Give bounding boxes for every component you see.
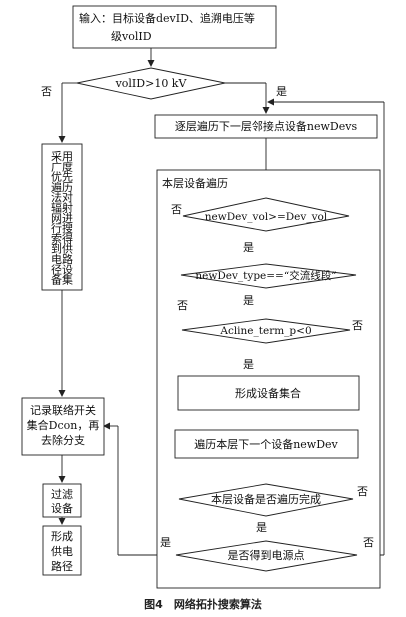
filter-line-1: 过滤 bbox=[51, 488, 73, 501]
breadth-first-line: 遍历 bbox=[51, 181, 73, 194]
decision-vol-compare: newDev_vol>=Dev_vol bbox=[182, 197, 350, 232]
label-yes-type: 是 bbox=[243, 294, 254, 307]
layer-traversal-title: 本层设备遍历 bbox=[162, 176, 228, 190]
filter-box: 过滤 设备 bbox=[42, 483, 82, 518]
decision-layer-done-text: 本层设备是否遍历完成 bbox=[211, 492, 321, 506]
breadth-first-line: 行搜 bbox=[51, 221, 73, 235]
breadth-first-line: 广度 bbox=[51, 159, 73, 173]
form-device-set-box: 形成设备集合 bbox=[177, 375, 360, 411]
label-no-acline: 否 bbox=[352, 319, 363, 332]
breadth-first-line: 到供 bbox=[51, 242, 73, 256]
label-no-layer: 否 bbox=[357, 485, 368, 498]
traverse-next-layer-text: 逐层遍历下一层邻接点设备newDevs bbox=[175, 119, 358, 133]
breadth-first-line: 备集 bbox=[51, 273, 73, 287]
breadth-first-line: 辐射 bbox=[51, 201, 73, 215]
input-box: 输入：目标设备devID、追溯电压等 级volID bbox=[72, 5, 277, 49]
form-path-line-2: 供电 bbox=[51, 544, 73, 558]
decision-type: newDev_type==“交流线段” bbox=[180, 263, 357, 289]
label-no-voltage: 否 bbox=[41, 85, 52, 98]
form-path-line-1: 形成 bbox=[51, 530, 73, 543]
traverse-next-layer-box: 逐层遍历下一层邻接点设备newDevs bbox=[154, 114, 378, 139]
label-no-power: 否 bbox=[363, 536, 374, 549]
decision-layer-done: 本层设备是否遍历完成 bbox=[178, 483, 354, 517]
decision-acline-text: Acline_term_p<0 bbox=[219, 325, 311, 337]
label-yes-acline: 是 bbox=[243, 358, 254, 371]
label-yes-power: 是 bbox=[160, 536, 171, 549]
form-path-line-3: 路径 bbox=[51, 560, 73, 573]
decision-power-point-text: 是否得到电源点 bbox=[228, 548, 305, 562]
form-path-box: 形成 供电 路径 bbox=[42, 525, 82, 576]
label-no-type: 否 bbox=[177, 299, 188, 312]
breadth-first-line: 电路 bbox=[51, 253, 73, 266]
decision-type-text: newDev_type==“交流线段” bbox=[195, 269, 336, 282]
decision-vol-compare-text: newDev_vol>=Dev_vol bbox=[205, 211, 328, 223]
label-yes-voltage: 是 bbox=[276, 85, 287, 98]
label-yes-layer: 是 bbox=[256, 521, 267, 534]
decision-voltage: volID>10 kV bbox=[76, 67, 226, 100]
label-yes-vol: 是 bbox=[243, 241, 254, 254]
record-switch-box: 记录联络开关 集合Dcon，再 去除分支 bbox=[21, 397, 105, 456]
breadth-first-line: 径设 bbox=[51, 263, 73, 276]
decision-power-point: 是否得到电源点 bbox=[175, 540, 358, 572]
breadth-first-line: 网进 bbox=[51, 212, 73, 225]
label-no-vol: 否 bbox=[171, 203, 182, 216]
breadth-first-line: 采用 bbox=[51, 150, 73, 163]
breadth-first-line: 索得 bbox=[51, 231, 73, 245]
figure-caption: 图4 网络拓扑搜索算法 bbox=[144, 597, 262, 611]
form-device-set-text: 形成设备集合 bbox=[235, 386, 301, 400]
traverse-next-device-text: 遍历本层下一个设备newDev bbox=[194, 437, 338, 451]
input-line-1: 输入：目标设备devID、追溯电压等 bbox=[79, 11, 255, 25]
filter-line-2: 设备 bbox=[51, 501, 73, 515]
record-switch-line-3: 去除分支 bbox=[41, 433, 85, 447]
breadth-first-line: 法对 bbox=[51, 190, 73, 204]
decision-voltage-text: volID>10 kV bbox=[115, 77, 188, 90]
traverse-next-device-box: 遍历本层下一个设备newDev bbox=[174, 429, 359, 459]
decision-acline: Acline_term_p<0 bbox=[181, 318, 351, 344]
input-line-2: 级volID bbox=[111, 30, 152, 43]
breadth-first-line: 优先 bbox=[51, 171, 73, 184]
record-switch-line-1: 记录联络开关 bbox=[30, 403, 96, 417]
record-switch-line-2: 集合Dcon，再 bbox=[27, 418, 100, 432]
